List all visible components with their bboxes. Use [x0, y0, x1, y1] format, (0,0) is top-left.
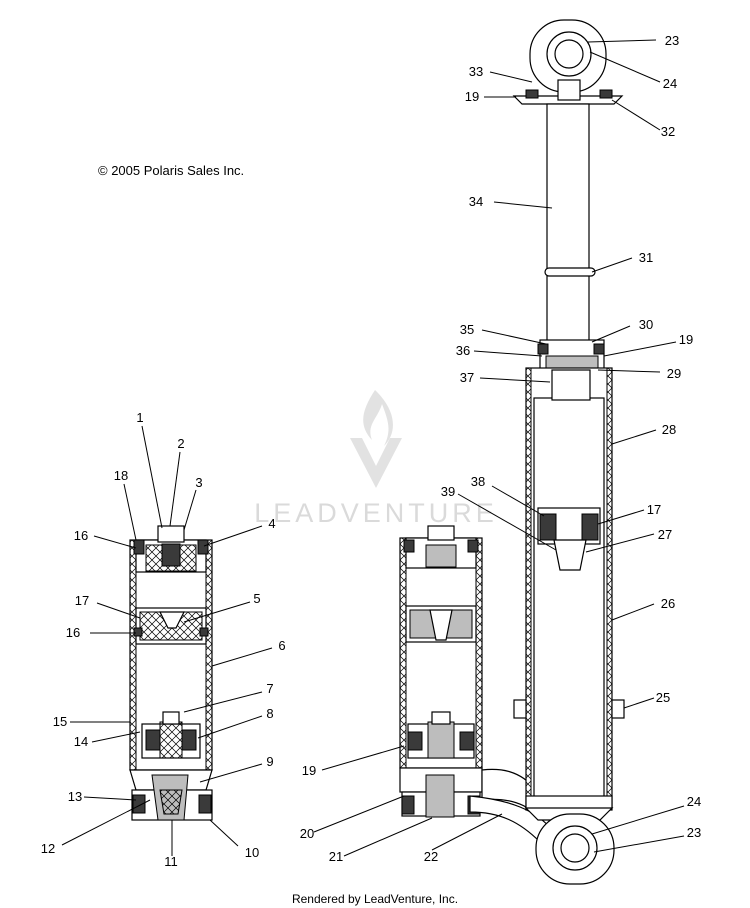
- callout-3: 3: [195, 475, 202, 490]
- callout-1: 1: [136, 410, 143, 425]
- callout-16-mid: 16: [66, 625, 80, 640]
- callout-34: 34: [469, 194, 483, 209]
- callout-13: 13: [68, 789, 82, 804]
- callout-39: 39: [441, 484, 455, 499]
- leader-lines: [61, 39, 685, 857]
- callout-15: 15: [53, 714, 67, 729]
- callout-5: 5: [253, 591, 260, 606]
- leadventure-watermark: LEADVENTURE: [254, 390, 498, 528]
- left-shock-assembly: [129, 525, 213, 821]
- watermark-text: LEADVENTURE: [254, 498, 498, 528]
- callout-18: 18: [114, 468, 128, 483]
- callout-4: 4: [268, 516, 275, 531]
- callout-26: 26: [661, 596, 675, 611]
- middle-reservoir-assembly: [399, 525, 553, 843]
- callout-7: 7: [266, 681, 273, 696]
- callout-14: 14: [74, 734, 88, 749]
- callout-8: 8: [266, 706, 273, 721]
- callout-22: 22: [424, 849, 438, 864]
- callout-9: 9: [266, 754, 273, 769]
- callout-28: 28: [662, 422, 676, 437]
- footer-credit: Rendered by LeadVenture, Inc.: [292, 892, 458, 906]
- callout-19-right: 19: [679, 332, 693, 347]
- callout-36: 36: [456, 343, 470, 358]
- callout-11: 11: [164, 854, 178, 869]
- callout-17-left: 17: [75, 593, 89, 608]
- callout-19-top: 19: [465, 89, 479, 104]
- callout-17-right: 17: [647, 502, 661, 517]
- callout-33: 33: [469, 64, 483, 79]
- copyright-notice: © 2005 Polaris Sales Inc.: [98, 163, 244, 178]
- callout-30: 30: [639, 317, 653, 332]
- callout-38: 38: [471, 474, 485, 489]
- callout-21: 21: [329, 849, 343, 864]
- callout-31: 31: [639, 250, 653, 265]
- callout-10: 10: [245, 845, 259, 860]
- callout-2: 2: [177, 436, 184, 451]
- callout-23-bottom: 23: [687, 825, 701, 840]
- callout-25: 25: [656, 690, 670, 705]
- callout-16-top: 16: [74, 528, 88, 543]
- callout-29: 29: [667, 366, 681, 381]
- right-main-shock-assembly: [512, 19, 625, 885]
- callout-labels: 1 2 3 18 16 4 17 5 16 6 7 15 8 14 9 13 1…: [41, 33, 701, 869]
- callout-32: 32: [661, 124, 675, 139]
- callout-19-middle: 19: [302, 763, 316, 778]
- callout-35: 35: [460, 322, 474, 337]
- callout-20: 20: [300, 826, 314, 841]
- callout-12: 12: [41, 841, 55, 856]
- callout-27: 27: [658, 527, 672, 542]
- callout-24-top: 24: [663, 76, 677, 91]
- callout-6: 6: [278, 638, 285, 653]
- callout-37: 37: [460, 370, 474, 385]
- callout-23-top: 23: [665, 33, 679, 48]
- callout-24-bottom: 24: [687, 794, 701, 809]
